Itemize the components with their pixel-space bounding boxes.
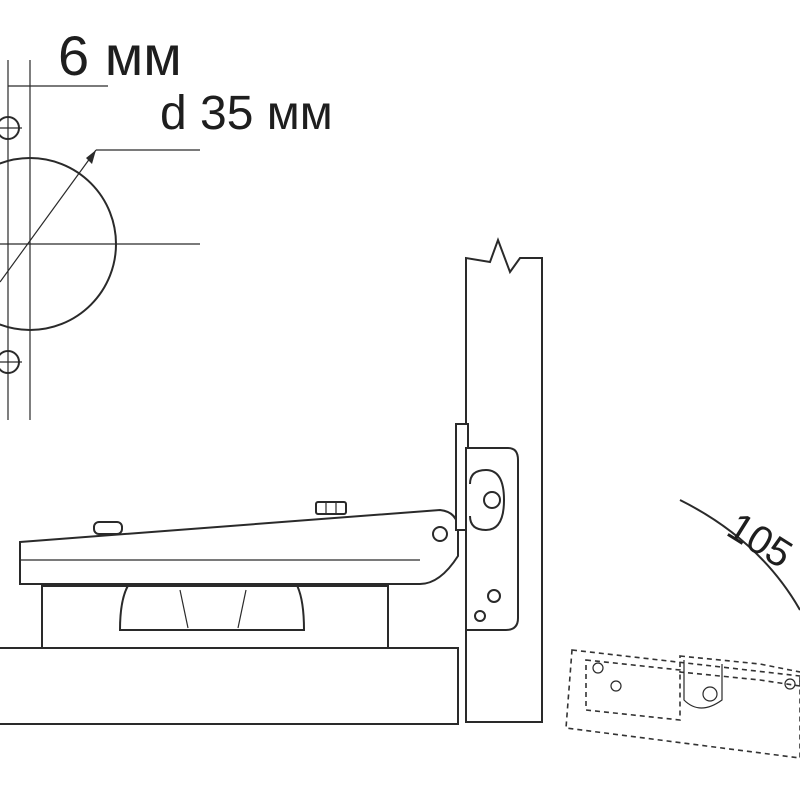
- ghost-cup-outline: [585, 659, 681, 721]
- adjustment-screw-2: [315, 501, 347, 515]
- bracket-pivot-hole: [483, 491, 501, 509]
- leader-arrow: [86, 150, 96, 164]
- arm-pivot-hole: [432, 526, 448, 542]
- ghost-door-outline: [565, 649, 800, 759]
- bracket-screw-hole-2: [474, 610, 486, 622]
- bracket-knuckle: [469, 468, 506, 532]
- cup-hatch-1: [179, 589, 189, 629]
- offset-dimension-label: 6 мм: [58, 24, 182, 87]
- hinge-arm: [19, 508, 459, 585]
- ghost-pivot-hole: [702, 686, 718, 702]
- hinge-cup: [41, 585, 389, 649]
- diameter-dimension-label: d 35 мм: [160, 87, 333, 140]
- ghost-hole-3: [784, 678, 796, 690]
- opening-angle-arc: [679, 499, 800, 611]
- bracket-screw-hole-1: [487, 589, 501, 603]
- ghost-arm-outline: [679, 655, 800, 687]
- door-panel: [0, 647, 459, 725]
- open-position-ghost: [565, 649, 800, 759]
- adjustment-screw-1: [93, 521, 123, 535]
- hinge-mount-bracket: [465, 447, 519, 631]
- drilling-scheme: [0, 60, 200, 420]
- ghost-knuckle: [683, 660, 723, 709]
- ghost-hole-2: [610, 680, 622, 692]
- cup-hole-circle: [0, 157, 117, 331]
- cup-hatch-2: [237, 589, 247, 629]
- diameter-leader-line: [0, 149, 97, 283]
- ghost-hole-1: [592, 662, 604, 674]
